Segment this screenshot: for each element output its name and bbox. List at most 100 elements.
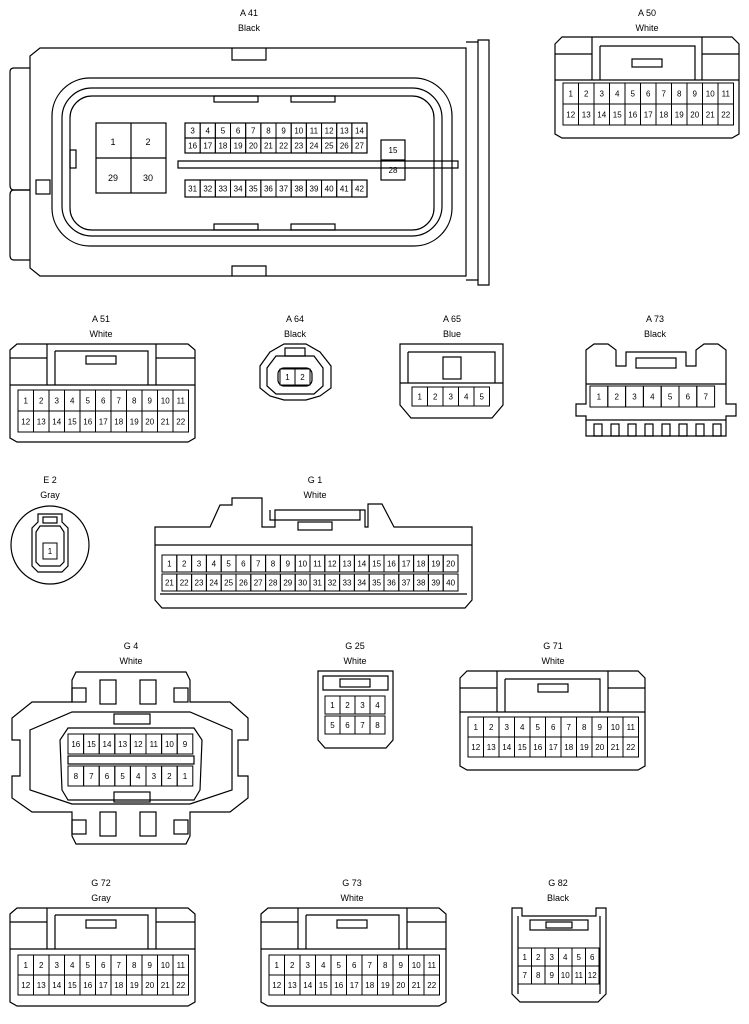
e2-pin-cell bbox=[42, 542, 58, 560]
g71-pin-18: 18 bbox=[564, 743, 573, 752]
g1-pin-4: 4 bbox=[212, 559, 217, 568]
a41-pin-1: 1 bbox=[110, 137, 115, 147]
a41-pin-cell bbox=[351, 137, 368, 154]
a50-pin-13: 13 bbox=[582, 110, 591, 119]
a41-pin-2: 2 bbox=[145, 137, 150, 147]
g73-pin-11: 11 bbox=[428, 961, 437, 970]
a41-pin-28: 28 bbox=[389, 166, 398, 175]
g72-pin-9: 9 bbox=[148, 961, 153, 970]
a51-pin-18: 18 bbox=[114, 417, 123, 426]
g72-pin-18: 18 bbox=[114, 981, 123, 990]
g71-pin-21: 21 bbox=[611, 743, 620, 752]
a51-pin-17: 17 bbox=[99, 417, 108, 426]
g73-pin-cell bbox=[423, 974, 440, 996]
g4-pin-11: 11 bbox=[150, 740, 159, 749]
g4-pin-14: 14 bbox=[103, 740, 112, 749]
a50-pin-15: 15 bbox=[613, 110, 622, 119]
a50-pin-1: 1 bbox=[569, 89, 574, 98]
g71-pin-3: 3 bbox=[505, 723, 510, 732]
connector-a73-color: Black bbox=[644, 329, 667, 339]
connector-a73: A 73 Black bbox=[575, 314, 737, 437]
connector-a50: A 50 White bbox=[554, 8, 740, 139]
a50-pin-17: 17 bbox=[644, 110, 653, 119]
a41-pin-19: 19 bbox=[234, 142, 243, 151]
a73-pin-1: 1 bbox=[597, 392, 602, 401]
g1-pin-34: 34 bbox=[357, 578, 366, 587]
g82-pin-11: 11 bbox=[575, 971, 584, 980]
g71-pin-cell bbox=[622, 736, 639, 758]
g4-pin-7: 7 bbox=[89, 772, 94, 781]
a41-pin-7: 7 bbox=[251, 127, 256, 136]
connector-g1-code: G 1 bbox=[308, 475, 323, 485]
a41-pin-22: 22 bbox=[279, 142, 288, 151]
g73-pin-1: 1 bbox=[275, 961, 280, 970]
a41-pin-17: 17 bbox=[203, 142, 212, 151]
connector-a64: A 64 Black bbox=[259, 314, 332, 401]
g4-pin-5: 5 bbox=[120, 772, 125, 781]
a73-pin-6: 6 bbox=[686, 392, 691, 401]
g71-pin-22: 22 bbox=[626, 743, 635, 752]
g73-pin-18: 18 bbox=[365, 981, 374, 990]
a50-pin-21: 21 bbox=[706, 110, 715, 119]
g73-pin-3: 3 bbox=[306, 961, 311, 970]
connector-g73: G 73 White bbox=[260, 878, 447, 1007]
g1-pin-32: 32 bbox=[328, 578, 337, 587]
g72-pin-15: 15 bbox=[68, 981, 77, 990]
a41-pin-4: 4 bbox=[206, 127, 211, 136]
g71-pin-15: 15 bbox=[518, 743, 527, 752]
g72-pin-10: 10 bbox=[161, 961, 170, 970]
g1-pin-cell bbox=[442, 554, 459, 573]
g72-pin-3: 3 bbox=[55, 961, 60, 970]
g25-pin-3: 3 bbox=[360, 701, 365, 710]
a51-pin-cell bbox=[172, 410, 189, 433]
connector-a41-code: A 41 bbox=[240, 8, 258, 18]
g71-pin-2: 2 bbox=[489, 723, 494, 732]
g25-pin-cell bbox=[369, 715, 386, 735]
a41-pin-29: 29 bbox=[108, 173, 118, 183]
a50-pin-16: 16 bbox=[628, 110, 637, 119]
g73-pin-6: 6 bbox=[352, 961, 357, 970]
a41-pin-9: 9 bbox=[281, 127, 286, 136]
a64-pin-cell bbox=[294, 368, 311, 386]
connector-g82: G 82 Black bbox=[511, 878, 607, 1003]
g1-pin-11: 11 bbox=[313, 559, 322, 568]
a65-pin-5: 5 bbox=[480, 392, 485, 401]
g71-pin-4: 4 bbox=[520, 723, 525, 732]
g4-pin-2: 2 bbox=[167, 772, 172, 781]
a41-pin-5: 5 bbox=[221, 127, 226, 136]
g25-pin-8: 8 bbox=[375, 721, 380, 730]
g82-pin-9: 9 bbox=[550, 971, 555, 980]
a41-pin-10: 10 bbox=[294, 127, 303, 136]
g25-pin-6: 6 bbox=[345, 721, 350, 730]
g72-pin-1: 1 bbox=[24, 961, 29, 970]
a41-pin-21: 21 bbox=[264, 142, 273, 151]
a41-pin-30: 30 bbox=[143, 173, 153, 183]
a51-pin-11: 11 bbox=[177, 396, 186, 405]
g82-pin-1: 1 bbox=[523, 953, 528, 962]
a41-pin-8: 8 bbox=[266, 127, 271, 136]
a50-pin-cell bbox=[717, 103, 734, 126]
g73-pin-13: 13 bbox=[288, 981, 297, 990]
g1-pin-19: 19 bbox=[431, 559, 440, 568]
g73-pin-10: 10 bbox=[412, 961, 421, 970]
a73-pin-5: 5 bbox=[668, 392, 673, 401]
connector-e2: E 2 Gray bbox=[10, 475, 90, 585]
g1-pin-14: 14 bbox=[357, 559, 366, 568]
a50-pin-7: 7 bbox=[662, 89, 667, 98]
g73-pin-5: 5 bbox=[337, 961, 342, 970]
g72-pin-17: 17 bbox=[99, 981, 108, 990]
connector-a51-code: A 51 bbox=[92, 314, 110, 324]
g71-pin-17: 17 bbox=[549, 743, 558, 752]
g1-pin-29: 29 bbox=[283, 578, 292, 587]
a41-pin-34: 34 bbox=[234, 185, 243, 194]
g73-pin-15: 15 bbox=[319, 981, 328, 990]
a41-pin-16: 16 bbox=[188, 142, 197, 151]
g1-pin-31: 31 bbox=[313, 578, 322, 587]
g82-pin-8: 8 bbox=[536, 971, 541, 980]
g72-pin-5: 5 bbox=[86, 961, 91, 970]
g73-pin-2: 2 bbox=[290, 961, 295, 970]
g82-pin-5: 5 bbox=[577, 953, 582, 962]
a41-pin-38: 38 bbox=[294, 185, 303, 194]
a51-pin-20: 20 bbox=[145, 417, 154, 426]
g1-pin-39: 39 bbox=[431, 578, 440, 587]
